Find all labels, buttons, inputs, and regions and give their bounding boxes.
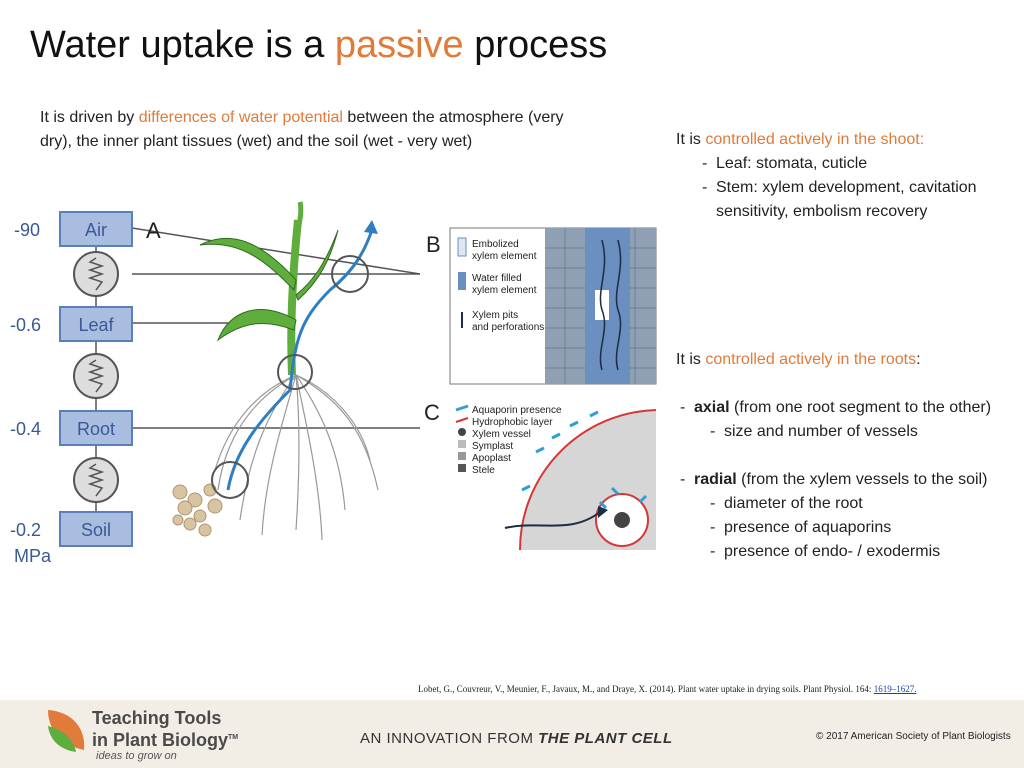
arrow-up-icon xyxy=(364,220,378,234)
water-flow-path xyxy=(226,229,374,491)
citation-link[interactable]: 1619–1627. xyxy=(873,684,917,694)
panel-a-label: A xyxy=(146,218,161,243)
root-transport-list: axial (from one root segment to the othe… xyxy=(676,396,1016,564)
water-potential-diagram: Air -90 Leaf -0.6 Root -0.4 Soil -0.2 MP… xyxy=(10,201,657,566)
root-potential-box: Root -0.4 xyxy=(10,410,133,446)
unit-label: MPa xyxy=(14,546,52,566)
svg-text:Water filled: Water filled xyxy=(472,273,522,284)
list-item: Stem: xylem development, cavitation sens… xyxy=(698,176,1016,224)
list-item: presence of endo- / exodermis xyxy=(706,540,1016,564)
node-circle xyxy=(331,255,369,293)
leaf-logo-icon xyxy=(48,710,85,752)
svg-text:Symplast: Symplast xyxy=(472,441,513,452)
svg-text:xylem element: xylem element xyxy=(472,251,537,262)
svg-text:Hydrophobic layer: Hydrophobic layer xyxy=(472,417,553,428)
leaf-potential-box: Leaf -0.6 xyxy=(10,306,133,342)
intro-paragraph: It is driven by differences of water pot… xyxy=(40,109,564,150)
panel-c-label: C xyxy=(424,400,440,425)
svg-text:-0.4: -0.4 xyxy=(10,419,41,439)
svg-text:-0.2: -0.2 xyxy=(10,520,41,540)
svg-text:Air: Air xyxy=(85,220,107,240)
panel-b-figure: Embolized xylem element Water filled xyl… xyxy=(449,227,657,385)
svg-text:-90: -90 xyxy=(14,220,40,240)
soil-particles xyxy=(172,483,223,537)
panel-c-figure: Aquaporin presence Hydrophobic layer Xyl… xyxy=(455,404,657,551)
footer-bar xyxy=(0,700,1024,768)
svg-text:Root: Root xyxy=(77,419,115,439)
svg-text:Leaf: Leaf xyxy=(78,315,114,335)
slide-title: Water uptake is a passive process xyxy=(30,24,608,66)
soil-potential-box: Soil -0.2 xyxy=(10,511,133,547)
svg-text:Xylem vessel: Xylem vessel xyxy=(472,429,531,440)
footer-copyright: © 2017 American Society of Plant Biologi… xyxy=(816,731,1011,742)
svg-text:Aquaporin presence: Aquaporin presence xyxy=(472,405,562,416)
roots-control-text: It is controlled actively in the roots: xyxy=(676,351,921,368)
shoot-control-text: It is controlled actively in the shoot: … xyxy=(676,128,1016,224)
axial-item: axial (from one root segment to the othe… xyxy=(676,396,1016,444)
resistor-icon xyxy=(73,457,119,503)
svg-text:xylem element: xylem element xyxy=(472,285,537,296)
node-circle xyxy=(277,354,313,390)
list-item: size and number of vessels xyxy=(706,420,1016,444)
list-item: presence of aquaporins xyxy=(706,516,1016,540)
svg-text:and perforations: and perforations xyxy=(472,322,544,333)
citation: Lobet, G., Couvreur, V., Meunier, F., Ja… xyxy=(418,684,917,694)
list-item: Leaf: stomata, cuticle xyxy=(698,152,1016,176)
svg-text:Xylem pits: Xylem pits xyxy=(472,310,518,321)
title-accent: passive xyxy=(334,24,464,66)
plant-shoot xyxy=(199,201,339,376)
resistor-icon xyxy=(73,251,119,297)
resistor-icon xyxy=(73,353,119,399)
connector-line xyxy=(131,227,421,275)
footer-tagline: ideas to grow on xyxy=(96,750,177,762)
svg-text:-0.6: -0.6 xyxy=(10,315,41,335)
list-item: diameter of the root xyxy=(706,492,1016,516)
svg-text:Embolized: Embolized xyxy=(472,239,519,250)
svg-text:Apoplast: Apoplast xyxy=(472,453,511,464)
panel-b-label: B xyxy=(426,232,441,257)
svg-text:Soil: Soil xyxy=(81,520,111,540)
footer-logo-text: Teaching Tools in Plant BiologyTM xyxy=(92,708,239,750)
footer-innovation: AN INNOVATION FROM THE PLANT CELL xyxy=(360,730,673,747)
svg-text:Stele: Stele xyxy=(472,465,495,476)
radial-item: radial (from the xylem vessels to the so… xyxy=(676,468,1016,564)
air-potential-box: Air -90 xyxy=(14,211,133,247)
node-circle xyxy=(211,461,249,499)
